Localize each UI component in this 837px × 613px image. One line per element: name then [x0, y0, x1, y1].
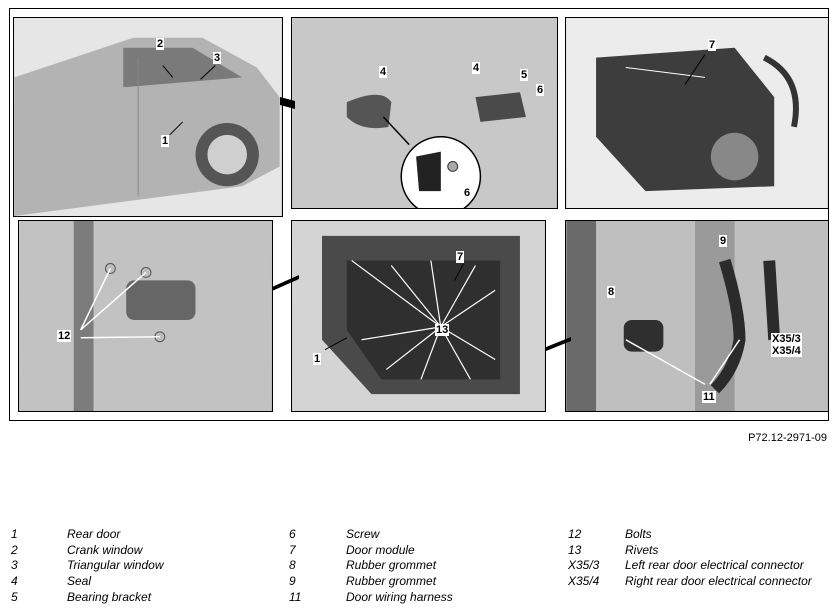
callout-label: 6 — [536, 84, 545, 96]
callout-label: 6 — [463, 187, 472, 199]
legend-number: 13 — [568, 542, 582, 557]
rivets-illustration — [292, 221, 545, 411]
legend-description: Screw — [346, 527, 380, 541]
figure-code: P72.12-2971-09 — [748, 432, 827, 444]
legend-row: 6 Screw — [289, 527, 549, 543]
legend-number: 12 — [568, 527, 582, 541]
legend-description: Crank window — [67, 542, 143, 557]
legend: 1 Rear door 2 Crank window 3 Triangular win… — [0, 527, 837, 607]
legend-number: 8 — [289, 558, 296, 573]
callout-label: X35/3 — [771, 333, 802, 345]
legend-description: Rivets — [625, 542, 659, 557]
callout-label: 5 — [520, 69, 529, 81]
car-side-illustration — [14, 18, 282, 216]
legend-number: 4 — [11, 574, 18, 589]
callout-label: 4 — [379, 66, 388, 78]
callout-label: 7 — [708, 39, 717, 51]
legend-number: 3 — [11, 558, 18, 573]
legend-number: 2 — [11, 542, 18, 557]
callout-label: 1 — [161, 135, 170, 147]
figure-frame: 2 3 1 4 4 5 6 6 7 — [9, 8, 829, 421]
legend-row: 9 Rubber grommet — [289, 574, 549, 590]
legend-row: 4 Seal — [11, 574, 261, 590]
legend-description: Door wiring harness — [346, 589, 453, 604]
legend-description: Rubber grommet — [346, 558, 437, 573]
panel-door-module: 7 — [565, 17, 829, 209]
callout-label: 3 — [213, 52, 222, 64]
legend-description: Seal — [67, 574, 92, 589]
legend-row: 1 Rear door — [11, 527, 261, 543]
panel-harness: 9 8 X35/3 X35/4 11 — [565, 220, 829, 412]
legend-column-1: 1 Rear door 2 Crank window 3 Triangular win… — [11, 527, 261, 605]
legend-description: Rubber grommet — [346, 574, 437, 589]
legend-number: 9 — [289, 574, 296, 589]
harness-illustration — [566, 221, 828, 411]
callout-label: 11 — [702, 391, 716, 403]
legend-column-3: 12 Bolts 13 Rivets X35/3 Left rear door ele… — [568, 527, 833, 590]
legend-row: 2 Crank window — [11, 543, 261, 559]
callout-label: 9 — [719, 235, 728, 247]
legend-row: 8 Rubber grommet — [289, 558, 549, 574]
legend-description: Right rear door electrical connector — [625, 574, 812, 589]
legend-number: X35/3 — [568, 558, 600, 573]
legend-description: Bearing bracket — [67, 589, 152, 604]
legend-row: X35/4 Right rear door electrical connecto… — [568, 574, 833, 590]
callout-label: 13 — [435, 324, 450, 336]
legend-description: Triangular window — [67, 558, 164, 573]
callout-label: X35/4 — [771, 345, 802, 357]
door-handle-illustration — [292, 18, 557, 208]
callout-label: 4 — [472, 62, 481, 74]
legend-number: 11 — [289, 589, 302, 604]
legend-row: X35/3 Left rear door electrical connector — [568, 558, 833, 574]
legend-number: 6 — [289, 527, 296, 541]
callout-label: 8 — [607, 286, 616, 298]
legend-description: Door module — [346, 542, 415, 557]
legend-row: 12 Bolts — [568, 527, 833, 543]
legend-number: X35/4 — [568, 574, 600, 589]
panel-car-side: 2 3 1 — [13, 17, 283, 217]
legend-row: 5 Bearing bracket — [11, 590, 261, 606]
legend-number: 5 — [11, 589, 18, 604]
legend-number: 7 — [289, 542, 296, 557]
legend-description: Left rear door electrical connector — [625, 558, 804, 573]
panel-door-bolts: 12 — [18, 220, 273, 412]
callout-label: 2 — [156, 38, 165, 50]
legend-row: 13 Rivets — [568, 543, 833, 559]
panel-rivets: 7 13 1 — [291, 220, 546, 412]
legend-description: Rear door — [67, 527, 121, 541]
legend-row: 7 Door module — [289, 543, 549, 559]
legend-description: Bolts — [625, 527, 652, 541]
legend-number: 1 — [11, 527, 18, 541]
door-bolts-illustration — [19, 221, 272, 411]
callout-label: 7 — [456, 251, 465, 263]
legend-row: 3 Triangular window — [11, 558, 261, 574]
callout-label: 12 — [57, 330, 72, 342]
callout-label: 1 — [313, 353, 322, 365]
door-module-illustration — [566, 18, 828, 208]
panel-door-handle: 4 4 5 6 6 — [291, 17, 558, 209]
legend-row: 11 Door wiring harness — [289, 590, 549, 606]
